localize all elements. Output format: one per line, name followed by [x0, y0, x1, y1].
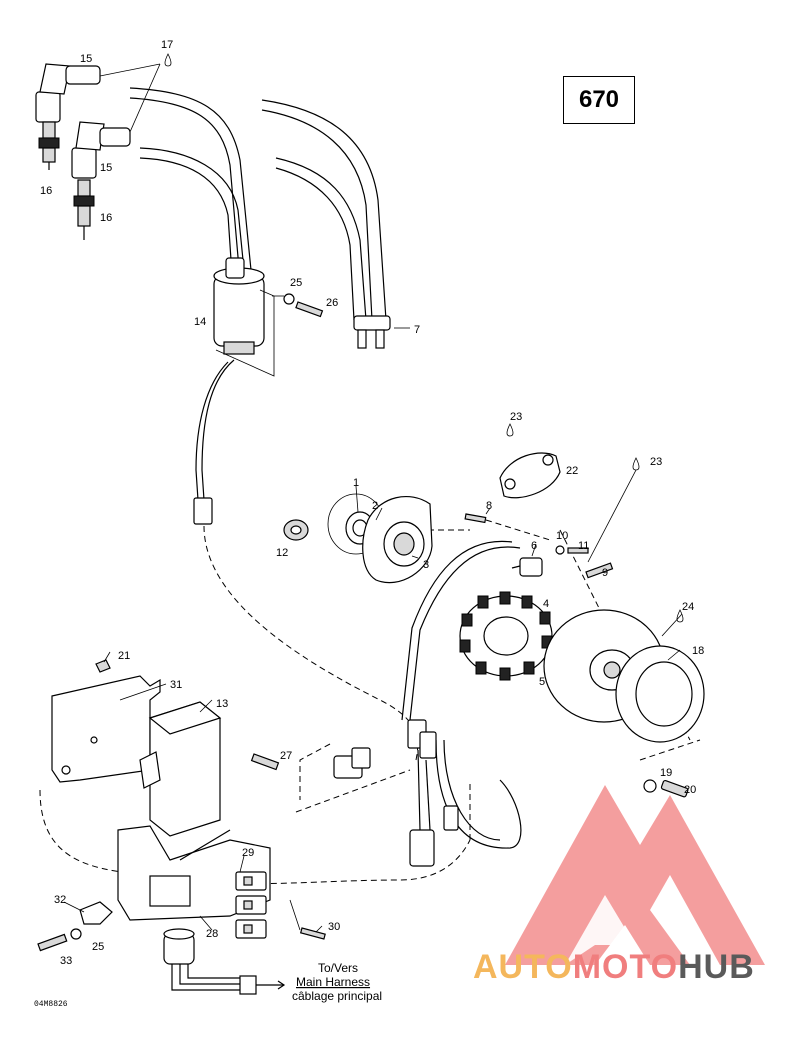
- lubricant-drop-icon-24: [676, 609, 684, 623]
- washer-top: [283, 293, 295, 305]
- harness-note-line3: câblage principal: [292, 989, 382, 1003]
- cover: [499, 452, 561, 499]
- nut-21: [95, 659, 111, 673]
- callout-17: 17: [161, 39, 173, 51]
- lubricant-drop-icon-23a: [506, 423, 514, 437]
- ignition-coil: [213, 257, 275, 377]
- callout-5: 5: [539, 676, 545, 688]
- spark-plug-lower: [73, 179, 95, 240]
- spark-plug-upper: [38, 121, 60, 170]
- callout-18: 18: [692, 645, 704, 657]
- watermark-part1: AUTO: [473, 948, 573, 986]
- spark-plug-cap-lower: [71, 121, 131, 179]
- mounting-plate: [117, 825, 271, 921]
- high-tension-cables: [129, 87, 387, 321]
- callout-4: 4: [543, 598, 549, 610]
- harness-connector: [333, 747, 371, 779]
- callout-15-upper: 15: [80, 53, 92, 65]
- callout-20: 20: [684, 784, 696, 796]
- flywheel-washer: [643, 779, 657, 793]
- callout-31: 31: [170, 679, 182, 691]
- callout-12: 12: [276, 547, 288, 559]
- screw-27: [250, 753, 280, 771]
- page-number: 670: [563, 76, 635, 124]
- callout-27: 27: [280, 750, 292, 762]
- drawing-code: 04M8826: [34, 1000, 68, 1009]
- callout-28: 28: [206, 928, 218, 940]
- callout-2: 2: [372, 500, 378, 512]
- screw-top: [295, 301, 324, 318]
- screw-9: [585, 562, 614, 579]
- flywheel-nut: [660, 779, 689, 798]
- lubricant-drop-icon-23b: [632, 457, 640, 471]
- lubricant-drop-icon-17: [164, 53, 172, 67]
- callout-24: 24: [682, 601, 694, 613]
- cdi-module: [139, 701, 222, 837]
- callout-6: 6: [531, 540, 537, 552]
- callout-13: 13: [216, 698, 228, 710]
- leader-lines: [63, 63, 683, 933]
- callout-21: 21: [118, 650, 130, 662]
- ring-gear: [615, 645, 705, 743]
- callout-23-right: 23: [650, 456, 662, 468]
- callout-19: 19: [660, 767, 672, 779]
- callout-11: 11: [578, 540, 589, 552]
- lock-washer: [555, 545, 565, 555]
- callout-32: 32: [54, 894, 66, 906]
- callout-8: 8: [486, 500, 492, 512]
- connector-pin: [299, 927, 326, 940]
- callout-14: 14: [194, 316, 206, 328]
- wire-clip: [511, 557, 543, 577]
- callout-33: 33: [60, 955, 72, 967]
- callout-16-upper: 16: [40, 185, 52, 197]
- callout-9: 9: [602, 567, 608, 579]
- callout-29: 29: [242, 847, 254, 859]
- coil-lead-wire: [193, 359, 235, 525]
- grommet: [283, 519, 309, 541]
- callout-3: 3: [423, 559, 429, 571]
- automotohub-logo-icon: [505, 785, 765, 965]
- small-bracket: [79, 901, 113, 925]
- callout-30: 30: [328, 921, 340, 933]
- callout-23-left: 23: [510, 411, 522, 423]
- terminal-connectors: [235, 871, 267, 939]
- screw-11: [567, 547, 589, 554]
- cable-clamp: [353, 315, 391, 349]
- callout-1: 1: [353, 477, 359, 489]
- callout-25-lower: 25: [92, 941, 104, 953]
- spark-plug-cap-upper: [35, 63, 101, 123]
- washer-bottom: [70, 928, 82, 940]
- callout-26: 26: [326, 297, 338, 309]
- callout-10: 10: [556, 530, 568, 542]
- watermark-part3: HUB: [678, 948, 755, 986]
- stator-harness: [401, 540, 522, 867]
- mounting-bracket: [51, 675, 161, 783]
- callout-15-lower: 15: [100, 162, 112, 174]
- screw-cover: [464, 513, 487, 524]
- stator-support-plate: [362, 496, 433, 584]
- watermark-part2: MOTO: [572, 948, 679, 986]
- harness-boot: [163, 928, 286, 995]
- callout-16-lower: 16: [100, 212, 112, 224]
- watermark-text: AUTOMOTOHUB: [473, 948, 755, 987]
- callout-25-upper: 25: [290, 277, 302, 289]
- callout-22: 22: [566, 465, 578, 477]
- harness-note-line2: Main Harness: [296, 975, 370, 989]
- screw-bottom: [37, 933, 68, 952]
- harness-note-line1: To/Vers: [318, 961, 358, 975]
- callout-7: 7: [414, 324, 420, 336]
- stator: [459, 591, 553, 681]
